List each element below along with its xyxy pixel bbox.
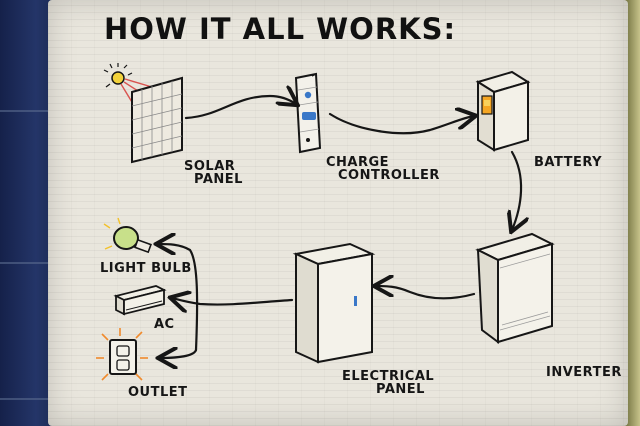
label-inverter: INVERTER (546, 365, 622, 380)
arrow-electrical-panel-to-ac (172, 298, 294, 305)
arrow-inverter-to-electrical-panel (376, 286, 476, 300)
arrow-panel-to-controller (184, 96, 296, 120)
light-bulb-icon (103, 217, 152, 254)
ac-unit-icon (113, 285, 167, 316)
arrow-to-outlet (160, 350, 198, 358)
outlet-icon (96, 328, 148, 381)
background-edge (624, 0, 640, 426)
charge-controller-icon (294, 72, 322, 154)
diagram-board (48, 0, 628, 426)
battery-icon (475, 70, 531, 152)
label-electrical-panel: ELECTRICAL PANEL (342, 369, 435, 397)
electrical-panel-icon (292, 242, 376, 364)
label-battery: BATTERY (534, 155, 603, 170)
sun-icon (111, 71, 125, 85)
arrow-to-light-bulb (158, 244, 199, 352)
label-solar-panel: SOLAR PANEL (184, 159, 243, 187)
page-title: HOW IT ALL WORKS: (104, 12, 457, 46)
inverter-icon (475, 232, 555, 344)
solar-panel-icon (103, 63, 183, 164)
label-charge-controller: CHARGE CONTROLLER (326, 155, 440, 183)
label-ac: AC (154, 317, 175, 332)
label-light-bulb: LIGHT BULB (100, 261, 192, 276)
label-outlet: OUTLET (128, 385, 188, 400)
arrow-battery-to-inverter (512, 150, 521, 230)
arrow-controller-to-battery (328, 114, 474, 135)
